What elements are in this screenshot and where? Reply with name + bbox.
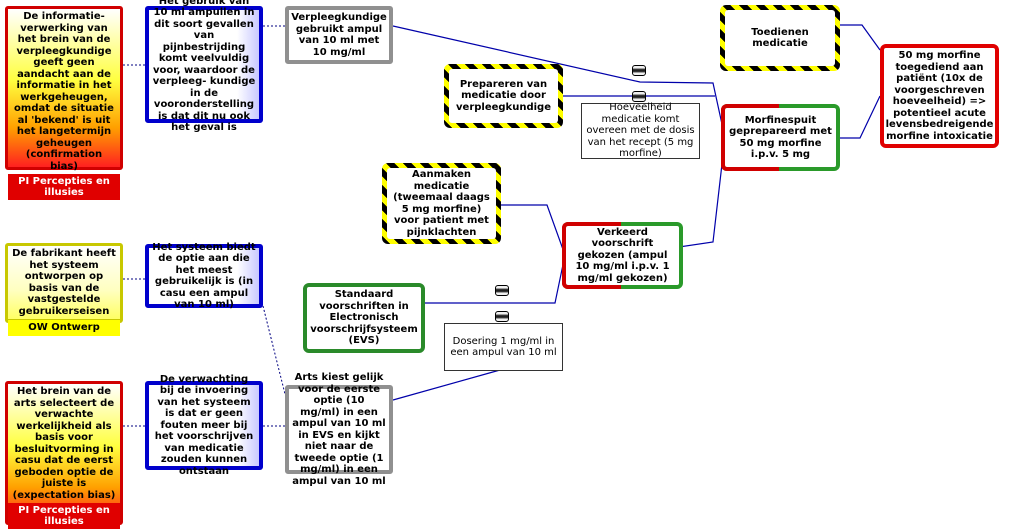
barrier-icon	[632, 91, 646, 102]
pi-percepties-cause-doctor: Het brein van de arts selecteert de verw…	[5, 381, 123, 529]
standard-prescriptions-evs: Standaard voorschriften in Electronisch …	[303, 283, 425, 353]
cause-text: De informatie-verwerking van het brein v…	[14, 11, 114, 172]
task-text: Prepareren van medicatie door verpleegku…	[449, 69, 558, 123]
task-toedienen: Toedienen medicatie	[720, 5, 840, 71]
category-label: PI Percepties en illusies	[8, 174, 120, 200]
event-morfinespuit: Morfinespuit geprepareerd met 50 mg morf…	[721, 104, 840, 171]
barrier-icon	[495, 285, 509, 296]
barrier-dosering: Dosering 1 mg/ml in een ampul van 10 ml	[444, 323, 563, 371]
ow-ontwerp-cause: De fabrikant heeft het systeem ontworpen…	[5, 243, 123, 336]
barrier-icon	[495, 311, 509, 322]
barrier-icon	[632, 65, 646, 76]
event-text: Verkeerd voorschrift gekozen (ampul 10 m…	[575, 226, 670, 284]
task-prepareren: Prepareren van medicatie door verpleegku…	[444, 64, 563, 128]
category-label: PI Percepties en illusies	[8, 503, 120, 529]
precondition-system-option: Het systeem biedt de optie aan die het m…	[145, 242, 263, 310]
event-verkeerd-voorschrift: Verkeerd voorschrift gekozen (ampul 10 m…	[562, 222, 683, 289]
task-aanmaken: Aanmaken medicatie (tweemaal daags 5 mg …	[382, 163, 501, 244]
task-text: Aanmaken medicatie (tweemaal daags 5 mg …	[387, 168, 496, 239]
cause-text: De fabrikant heeft het systeem ontworpen…	[12, 248, 116, 317]
category-label: OW Ontwerp	[8, 319, 120, 336]
precondition-ampul-usage: Het gebruik van 10 ml ampullen in dit so…	[145, 0, 263, 133]
event-text: Morfinespuit geprepareerd met 50 mg morf…	[729, 114, 832, 161]
precondition-expectation: De verwachting bij de invoering van het …	[145, 374, 263, 477]
action-doctor-choice: Arts kiest gelijk voor de eerste optie (…	[285, 372, 393, 487]
pi-percepties-cause-nurse: De informatie-verwerking van het brein v…	[5, 6, 123, 200]
barrier-check-dose: Hoeveelheid medicatie komt overeen met d…	[581, 102, 700, 159]
task-text: Toedienen medicatie	[725, 10, 835, 66]
top-event-morfine-intoxicatie: 50 mg morfine toegediend aan patiënt (10…	[880, 44, 999, 148]
action-nurse-ampul: Verpleegkundige gebruikt ampul van 10 ml…	[285, 6, 393, 64]
cause-text: Het brein van de arts selecteert de verw…	[12, 386, 116, 501]
